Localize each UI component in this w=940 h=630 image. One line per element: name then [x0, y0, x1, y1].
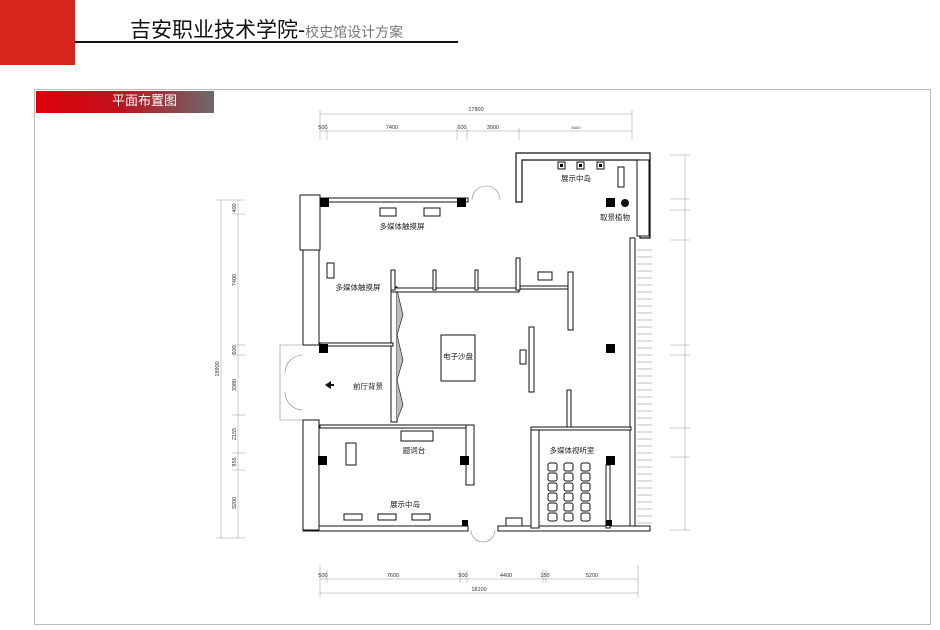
seat — [580, 462, 591, 472]
dim-top-seg: 600 — [457, 125, 466, 131]
dim-left-seg: 2155 — [232, 428, 238, 440]
bottom-dimensions — [319, 565, 639, 597]
window-louvers — [637, 249, 652, 524]
content-panel — [34, 89, 931, 625]
title-subtitle: 校史馆设计方案 — [305, 25, 404, 41]
title-underline — [75, 41, 458, 43]
dim-bottom-seg: 5200 — [586, 573, 598, 579]
label-scenery-plant: 取景植物 — [600, 212, 630, 222]
dim-bottom-seg: 500 — [458, 573, 467, 579]
dim-left-seg: 3380 — [232, 379, 238, 391]
arrow-icon — [325, 381, 334, 389]
seat — [547, 492, 558, 502]
dim-bottom-seg: 7600 — [387, 573, 399, 579]
furniture — [325, 161, 629, 527]
dim-left-seg: 600 — [232, 345, 238, 354]
seat — [580, 482, 591, 492]
seat — [547, 512, 558, 522]
dim-top-seg: 7400 — [386, 125, 398, 131]
label-display-island-bottom: 展示中岛 — [390, 499, 420, 509]
dim-left-seg: 7400 — [232, 274, 238, 286]
left-dimensions — [216, 199, 245, 539]
dim-bottom-seg: 150 — [540, 573, 549, 579]
dim-top-seg: 8400 — [572, 125, 582, 130]
dim-left-total: 18900 — [215, 361, 221, 376]
seat — [563, 472, 574, 482]
label-lectern: 题词台 — [403, 445, 426, 455]
seat — [547, 472, 558, 482]
dim-left-seg: 955 — [232, 457, 238, 466]
label-touchscreen-left: 多媒体触摸屏 — [336, 282, 381, 292]
seat — [563, 502, 574, 512]
dim-left-seg: 3200 — [232, 497, 238, 509]
dim-bottom-seg: 500 — [318, 573, 327, 579]
seat — [580, 472, 591, 482]
seat — [563, 482, 574, 492]
dim-bottom-seg: 4400 — [500, 573, 512, 579]
brand-block — [0, 0, 75, 65]
seat — [563, 462, 574, 472]
section-tag: 平面布置图 — [36, 91, 214, 113]
dim-top-seg: 500 — [318, 125, 327, 131]
label-touchscreen-top: 多媒体触摸屏 — [380, 221, 425, 231]
label-lobby-background: 前厅背景 — [353, 381, 383, 391]
page-title: 吉安职业技术学院-校史馆设计方案 — [130, 14, 403, 44]
seat — [580, 492, 591, 502]
dim-bottom-total: 18100 — [471, 587, 486, 593]
seat — [547, 482, 558, 492]
dim-top-seg: 3000 — [487, 125, 499, 131]
seating — [547, 462, 591, 522]
seat — [547, 462, 558, 472]
seat — [563, 512, 574, 522]
doors — [284, 185, 501, 543]
seat — [580, 512, 591, 522]
title-main: 吉安职业技术学院 — [130, 18, 298, 42]
walls — [279, 152, 651, 532]
dim-top-total: 17800 — [468, 107, 483, 113]
right-dimensions — [670, 154, 690, 531]
label-display-island-top: 展示中岛 — [561, 173, 591, 183]
top-dimensions — [319, 110, 633, 140]
dim-left-seg: 400 — [232, 203, 238, 212]
seat — [547, 502, 558, 512]
label-sand-table: 电子沙盘 — [443, 351, 473, 361]
seat — [580, 502, 591, 512]
seat — [563, 492, 574, 502]
title-separator: - — [298, 18, 306, 42]
label-av-room: 多媒体视听室 — [550, 445, 595, 455]
sand-table — [440, 334, 476, 382]
